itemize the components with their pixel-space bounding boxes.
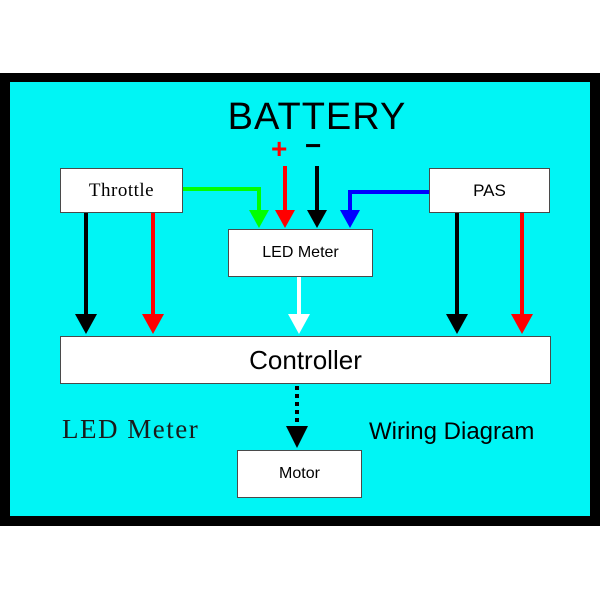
- wire-battery-plus: [275, 166, 295, 228]
- motor-label: Motor: [279, 465, 320, 482]
- controller-label: Controller: [249, 344, 362, 375]
- motor-box: Motor: [237, 450, 362, 498]
- battery-title: BATTERY: [227, 96, 407, 138]
- wire-battery-minus: [307, 166, 327, 228]
- pas-label: PAS: [473, 180, 506, 200]
- wire-green: [183, 187, 269, 228]
- wire-meter-white: [288, 277, 310, 334]
- wire-motor-dotted: [286, 386, 308, 448]
- wire-throttle-black: [75, 213, 97, 334]
- wire-pas-red: [511, 213, 533, 334]
- wire-pas-black: [446, 213, 468, 334]
- caption-led-meter: LED Meter: [62, 414, 200, 444]
- battery-minus-sign: −: [305, 130, 322, 161]
- throttle-box: Throttle: [60, 168, 183, 213]
- throttle-label: Throttle: [88, 179, 155, 201]
- wire-blue: [340, 190, 429, 228]
- led-meter-label: LED Meter: [262, 244, 339, 261]
- controller-box: Controller: [60, 336, 551, 384]
- caption-wiring-diagram: Wiring Diagram: [369, 418, 535, 445]
- wire-throttle-red: [142, 213, 164, 334]
- battery-plus-sign: +: [271, 133, 288, 164]
- pas-box: PAS: [429, 168, 550, 213]
- led-meter-box: LED Meter: [228, 229, 373, 277]
